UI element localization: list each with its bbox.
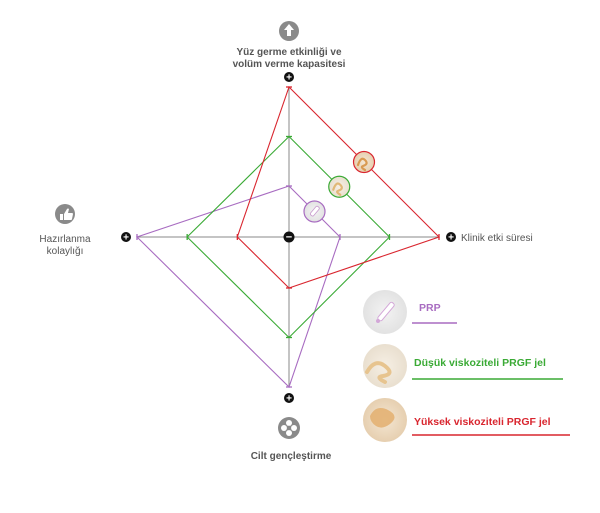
series-layer [135,85,441,389]
legend-syringe-icon [363,290,407,334]
axis-label-right: Klinik etki süresi [461,233,533,244]
svg-text:+: + [448,233,454,244]
axis-end-plus-right: + [446,232,456,244]
syringe-icon [303,200,326,223]
axis-label-bottom: Cilt gençleştirme [251,451,332,462]
axis-end-plus-top: + [284,72,294,84]
series-3 [236,85,441,289]
legend-label: Düşük viskoziteli PRGF jel [414,357,546,369]
legend-high-viscosity-gel-icon [363,398,407,442]
axis-end-plus-left: + [121,232,131,244]
upload-arrow-icon [279,21,299,41]
high-viscosity-gel-icon [352,150,376,174]
series-2 [186,135,391,339]
legend-item: Düşük viskoziteli PRGF jel [363,344,563,388]
svg-text:+: + [123,233,129,244]
series-1 [135,185,341,389]
legend-low-viscosity-gel-icon [363,344,407,388]
thumbs-up-icon [55,204,75,224]
legend-label: PRP [419,302,441,314]
series-icons [303,150,376,223]
center-minus: − [283,231,295,244]
low-viscosity-gel-icon [328,175,351,198]
rejuvenation-icon [278,417,300,439]
svg-text:+: + [286,394,292,405]
svg-text:+: + [286,73,292,84]
legend-label: Yüksek viskoziteli PRGF jel [414,416,551,428]
svg-text:−: − [286,232,292,244]
legend-item: PRP [363,290,457,334]
legend-item: Yüksek viskoziteli PRGF jel [363,398,570,442]
axis-end-plus-bottom: + [284,393,294,405]
